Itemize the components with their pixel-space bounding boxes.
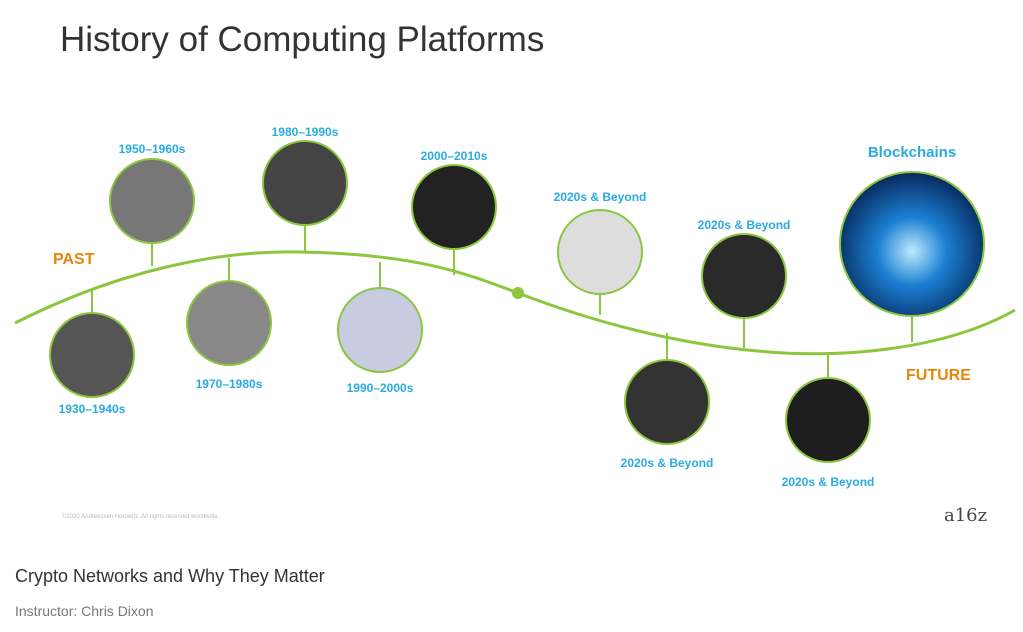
era-label: Blockchains: [868, 144, 956, 161]
future-label: FUTURE: [906, 367, 971, 384]
era-label: 2000–2010s: [421, 149, 488, 163]
era-node: 2000–2010s: [411, 149, 497, 275]
personal-computer-photo-icon: [262, 140, 348, 226]
era-label: 1950–1960s: [119, 142, 186, 156]
course-title[interactable]: Crypto Networks and Why They Matter: [15, 566, 325, 586]
era-node: Blockchains: [839, 144, 985, 342]
era-node: 2020s & Beyond: [621, 333, 714, 470]
era-label: 1930–1940s: [59, 402, 126, 416]
era-node: 1980–1990s: [262, 125, 348, 252]
present-dot: [512, 287, 524, 299]
self-driving-car-photo-icon: [557, 209, 643, 295]
era-node: 2020s & Beyond: [698, 218, 791, 348]
copyright-text: ©2020 Andreessen Horowitz. All rights re…: [62, 514, 220, 520]
mainframe-photo-icon: [109, 158, 195, 244]
minicomputer-photo-icon: [186, 280, 272, 366]
era-node: 1930–1940s: [49, 290, 135, 416]
vr-headset-photo-icon: [624, 359, 710, 445]
early-computer-photo-icon: [49, 312, 135, 398]
era-label: 2020s & Beyond: [621, 456, 714, 470]
smart-speaker-photo-icon: [785, 377, 871, 463]
era-label: 2020s & Beyond: [782, 475, 875, 489]
a16z-logo: a16z: [944, 505, 988, 526]
era-label: 2020s & Beyond: [554, 190, 647, 204]
smartwatch-photo-icon: [701, 233, 787, 319]
era-label: 1980–1990s: [272, 125, 339, 139]
era-node: 2020s & Beyond: [554, 190, 647, 315]
era-node: 1950–1960s: [109, 142, 195, 266]
mosaic-browser-photo-icon: [337, 287, 423, 373]
era-node: 2020s & Beyond: [782, 352, 875, 489]
blockchain-network-photo-icon: [839, 171, 985, 317]
instructor-name: Instructor: Chris Dixon: [15, 603, 154, 619]
slide-title: History of Computing Platforms: [60, 20, 545, 59]
past-label: PAST: [53, 251, 95, 268]
era-label: 1970–1980s: [196, 377, 263, 391]
era-label: 2020s & Beyond: [698, 218, 791, 232]
era-node: 1970–1980s: [186, 258, 272, 391]
era-node: 1990–2000s: [337, 262, 423, 395]
era-label: 1990–2000s: [347, 381, 414, 395]
smartphone-photo-icon: [411, 164, 497, 250]
